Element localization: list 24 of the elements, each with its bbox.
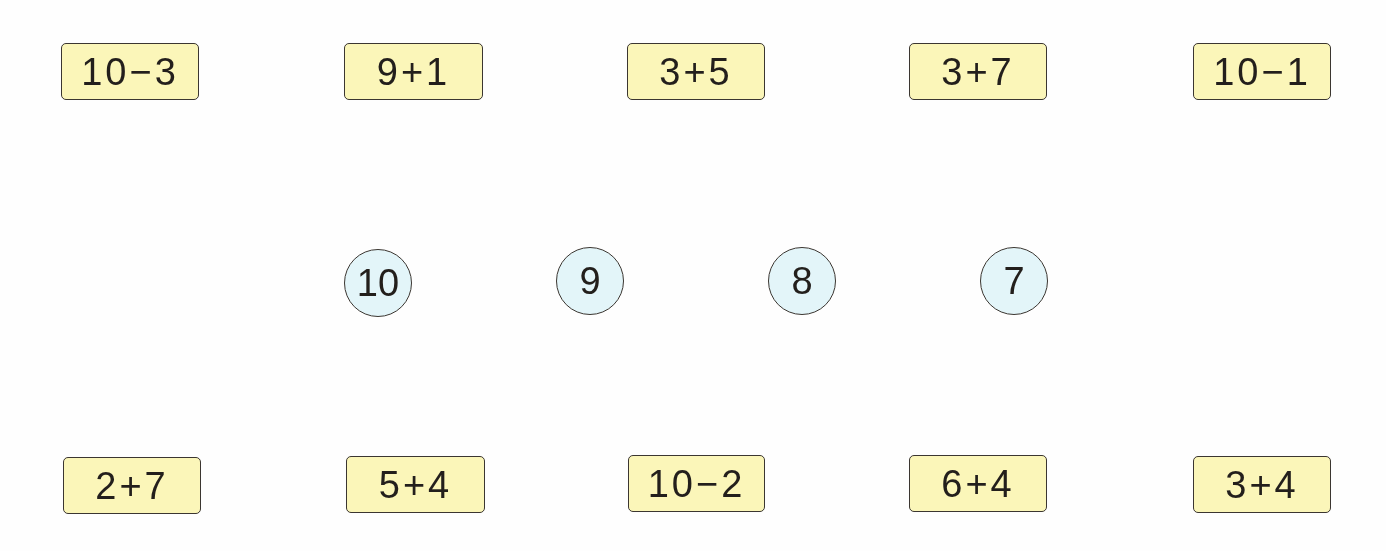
expression-text: 3+7 — [941, 52, 1015, 91]
expression-card — [346, 456, 485, 513]
number-text: 10 — [356, 264, 400, 302]
expression-text: 9+1 — [376, 52, 451, 91]
expression-text: 2+7 — [95, 466, 169, 505]
expression-card — [63, 457, 201, 514]
expression-card — [909, 455, 1047, 512]
expression-card — [909, 43, 1047, 100]
expression-card — [1193, 43, 1331, 100]
expression-card — [1193, 456, 1331, 513]
expression-text: 3+5 — [659, 52, 733, 91]
expression-text: 10−2 — [647, 464, 746, 503]
expression-text: 6+4 — [941, 464, 1015, 503]
expression-card — [628, 455, 765, 512]
expression-text: 10−3 — [81, 52, 179, 91]
number-text: 8 — [791, 262, 813, 300]
number-text: 7 — [1003, 262, 1025, 300]
expression-card — [61, 43, 199, 100]
expression-text: 10−1 — [1213, 52, 1311, 91]
expression-card — [627, 43, 765, 100]
number-text: 9 — [579, 262, 601, 300]
expression-text: 5+4 — [378, 465, 453, 504]
expression-card — [344, 43, 483, 100]
expression-text: 3+4 — [1225, 465, 1299, 504]
